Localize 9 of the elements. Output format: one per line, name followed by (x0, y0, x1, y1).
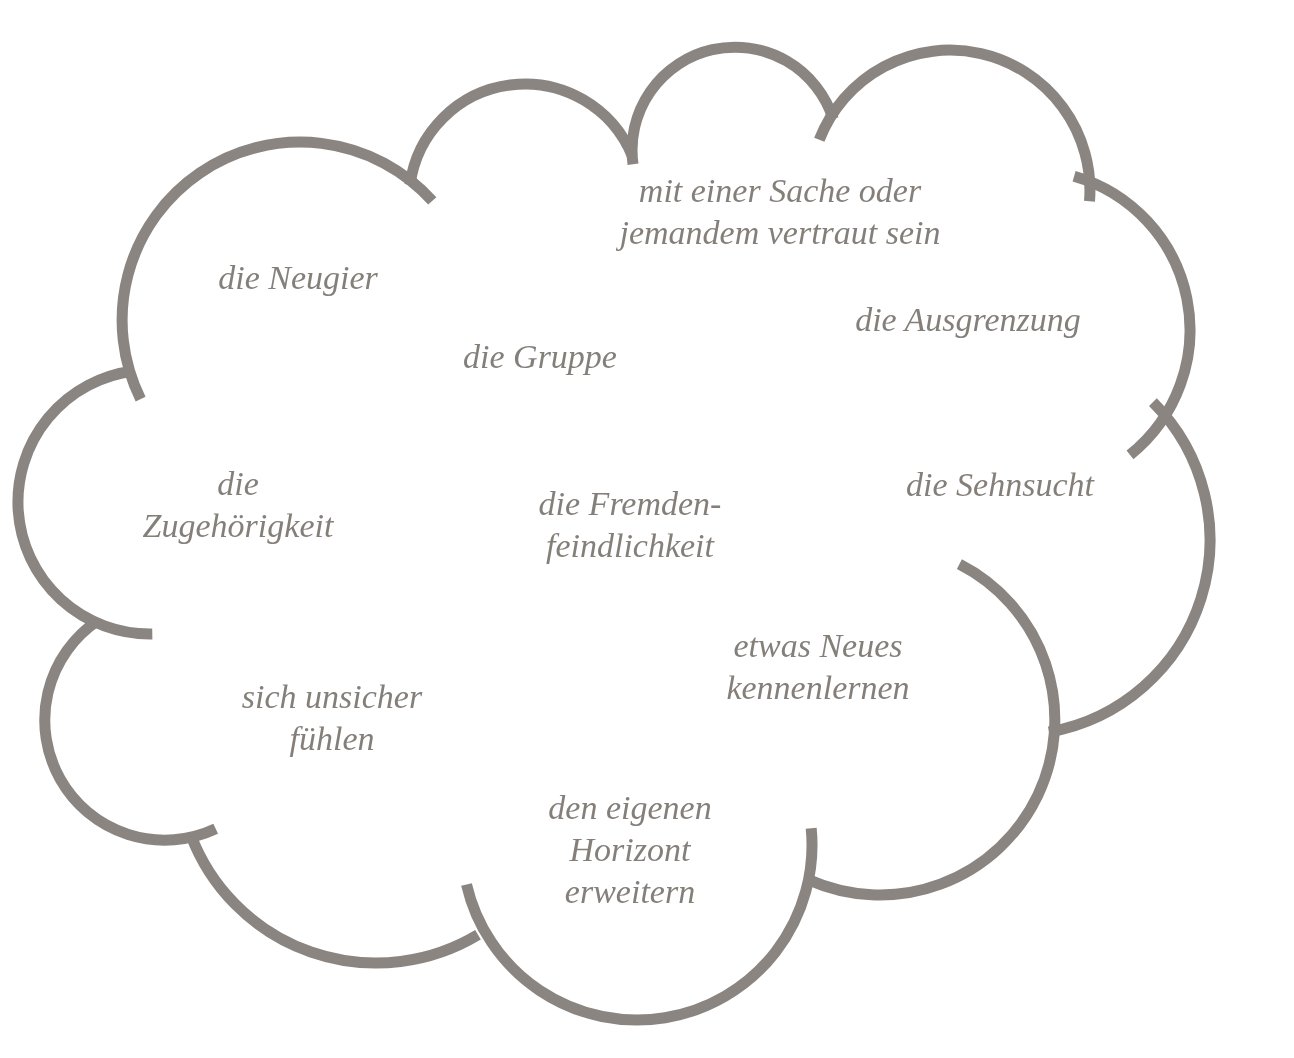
word-label: die Zugehörigkeit (142, 464, 334, 546)
word-label: die Ausgrenzung (855, 300, 1081, 340)
word-label: etwas Neues kennenlernen (726, 626, 910, 708)
word-label: sich unsicher fühlen (241, 677, 423, 759)
word-label: den eigenen Horizont erweitern (548, 788, 712, 912)
word-label: die Fremden- feindlichkeit (538, 484, 722, 566)
word-label: die Gruppe (463, 337, 617, 377)
word-label: die Sehnsucht (906, 465, 1094, 505)
word-label: die Neugier (218, 258, 378, 298)
